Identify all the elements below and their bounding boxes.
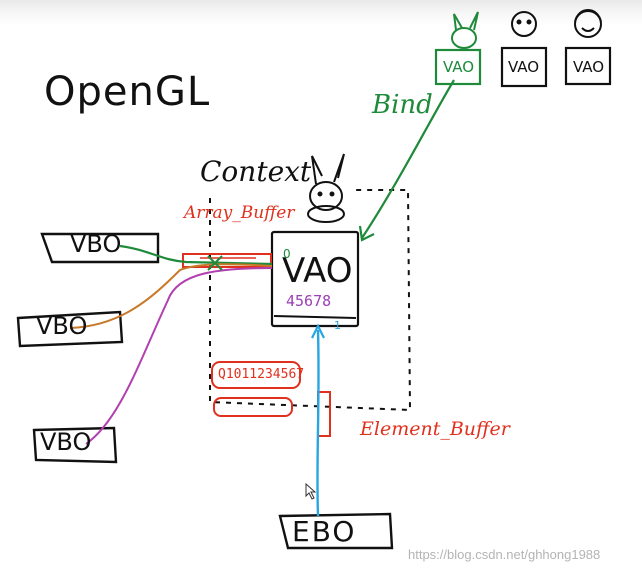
- orange-link: [69, 263, 273, 329]
- cyan-link: [316, 329, 320, 517]
- element-slots: Q1011234567: [218, 367, 305, 382]
- magenta-link: [85, 267, 273, 445]
- ebo-box: [278, 512, 394, 550]
- vao-bottom-slot: 1: [334, 319, 341, 332]
- vbo-label-2: VBO: [36, 312, 88, 340]
- bind-arrow: [361, 79, 455, 239]
- top-vao-box-1: [434, 48, 482, 86]
- ebo-label: EBO: [292, 515, 357, 548]
- array-buffer-slot: [182, 253, 272, 268]
- vao-slot-first: 0: [283, 247, 291, 261]
- vbo-label-3: VBO: [40, 428, 92, 456]
- green-x: [207, 255, 223, 271]
- element-buffer-marker: [317, 391, 331, 437]
- vbo-box-2: [16, 310, 124, 348]
- vbo-label-1: VBO: [70, 230, 122, 258]
- bind-label: Bind: [372, 90, 433, 120]
- top-vao-label-2: VAO: [508, 58, 540, 76]
- avatar-hair-icon: [574, 9, 602, 38]
- element-slot-row: [211, 361, 301, 389]
- top-vao-box-2: [500, 46, 548, 88]
- avatar-icon: [511, 11, 537, 37]
- bunny-icon: [307, 153, 345, 223]
- vbo-box-1: [40, 232, 160, 264]
- top-vao-label-3: VAO: [573, 58, 605, 76]
- top-vao-box-3: [564, 46, 612, 86]
- context-label: Context: [200, 155, 312, 188]
- cursor-icon: [305, 482, 317, 500]
- green-link: [119, 244, 273, 266]
- vbo-box-3: [32, 426, 118, 464]
- element-buffer-label: Element_Buffer: [360, 418, 510, 440]
- element-slot-row-2: [213, 397, 293, 417]
- vao-label: VAO: [282, 251, 353, 291]
- page-title: OpenGL: [44, 69, 211, 115]
- array-buffer-label: Array_Buffer: [184, 203, 295, 223]
- vao-slot-digits: 45678: [286, 292, 332, 310]
- watermark[interactable]: https://blog.csdn.net/ghhong1988: [408, 547, 601, 562]
- bunny-green-icon: [451, 11, 479, 49]
- top-vao-label-1: VAO: [443, 58, 475, 76]
- vao-box: [270, 230, 360, 328]
